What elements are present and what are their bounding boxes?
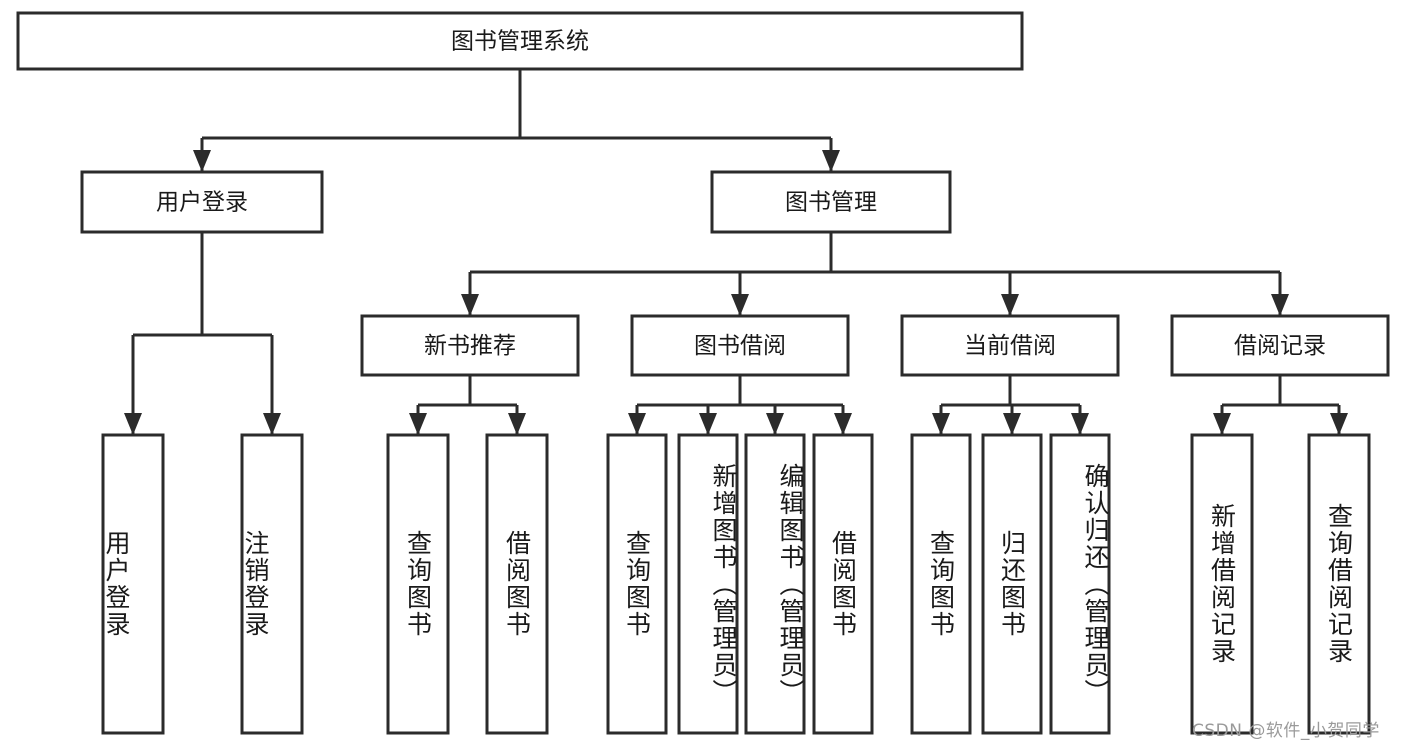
arrow-head-icon-leaf-borrow-book-recommend <box>508 413 526 435</box>
node-box-leaf-user-login <box>101 433 165 735</box>
arrow-head-icon-leaf-confirm-return <box>1071 413 1089 435</box>
node-box-book-management <box>710 170 952 234</box>
node-box-leaf-add-record <box>1190 433 1254 735</box>
node-box-leaf-borrow-book-recommend <box>485 433 549 735</box>
arrow-head-icon-new-book-recommend <box>461 294 479 316</box>
node-box-leaf-query-book-current <box>910 433 972 735</box>
node-box-leaf-borrow-book <box>812 433 874 735</box>
arrow-head-icon-leaf-user-logout <box>263 413 281 435</box>
arrow-head-icon-leaf-query-book-recommend <box>409 413 427 435</box>
arrow-head-icon-book-management <box>822 150 840 172</box>
arrow-head-icon-leaf-add-book <box>699 413 717 435</box>
node-box-root <box>16 11 1024 71</box>
connector-layer <box>124 69 1348 435</box>
node-label-user-login: 用户登录 <box>156 190 248 216</box>
arrow-head-icon-leaf-borrow-book <box>834 413 852 435</box>
node-box-leaf-confirm-return <box>1049 433 1111 735</box>
arrow-head-icon-leaf-query-book-borrow <box>628 413 646 435</box>
node-label-new-book-recommend: 新书推荐 <box>424 333 516 359</box>
arrow-head-icon-current-borrow <box>1001 294 1019 316</box>
node-label-root: 图书管理系统 <box>451 29 589 55</box>
csdn-watermark: CSDN @软件_小贺同学 <box>1192 721 1380 741</box>
node-box-leaf-add-book <box>677 433 739 735</box>
node-box-leaf-query-record <box>1307 433 1371 735</box>
arrow-head-icon-leaf-edit-book <box>766 413 784 435</box>
arrow-head-icon-borrow-records <box>1271 294 1289 316</box>
arrow-head-icon-leaf-add-record <box>1213 413 1231 435</box>
node-box-new-book-recommend <box>360 314 580 377</box>
node-box-leaf-edit-book <box>744 433 806 735</box>
node-label-book-management: 图书管理 <box>785 190 877 216</box>
node-box-book-borrow <box>630 314 850 377</box>
node-box-borrow-records <box>1170 314 1390 377</box>
node-box-current-borrow <box>900 314 1120 377</box>
node-box-leaf-return-book <box>981 433 1043 735</box>
arrow-head-icon-leaf-query-record <box>1330 413 1348 435</box>
arrow-head-icon-leaf-return-book <box>1003 413 1021 435</box>
node-label-book-borrow: 图书借阅 <box>694 333 786 359</box>
arrow-head-icon-leaf-query-book-current <box>932 413 950 435</box>
node-box-user-login <box>80 170 324 234</box>
arrow-head-icon-user-login <box>193 150 211 172</box>
arrow-head-icon-book-borrow <box>731 294 749 316</box>
node-label-current-borrow: 当前借阅 <box>964 333 1056 359</box>
node-box-leaf-query-book-recommend <box>386 433 450 735</box>
node-box-leaf-user-logout <box>240 433 304 735</box>
arrow-head-icon-leaf-user-login <box>124 413 142 435</box>
node-box-leaf-query-book-borrow <box>606 433 668 735</box>
node-label-borrow-records: 借阅记录 <box>1234 333 1326 359</box>
box-layer <box>16 11 1390 735</box>
